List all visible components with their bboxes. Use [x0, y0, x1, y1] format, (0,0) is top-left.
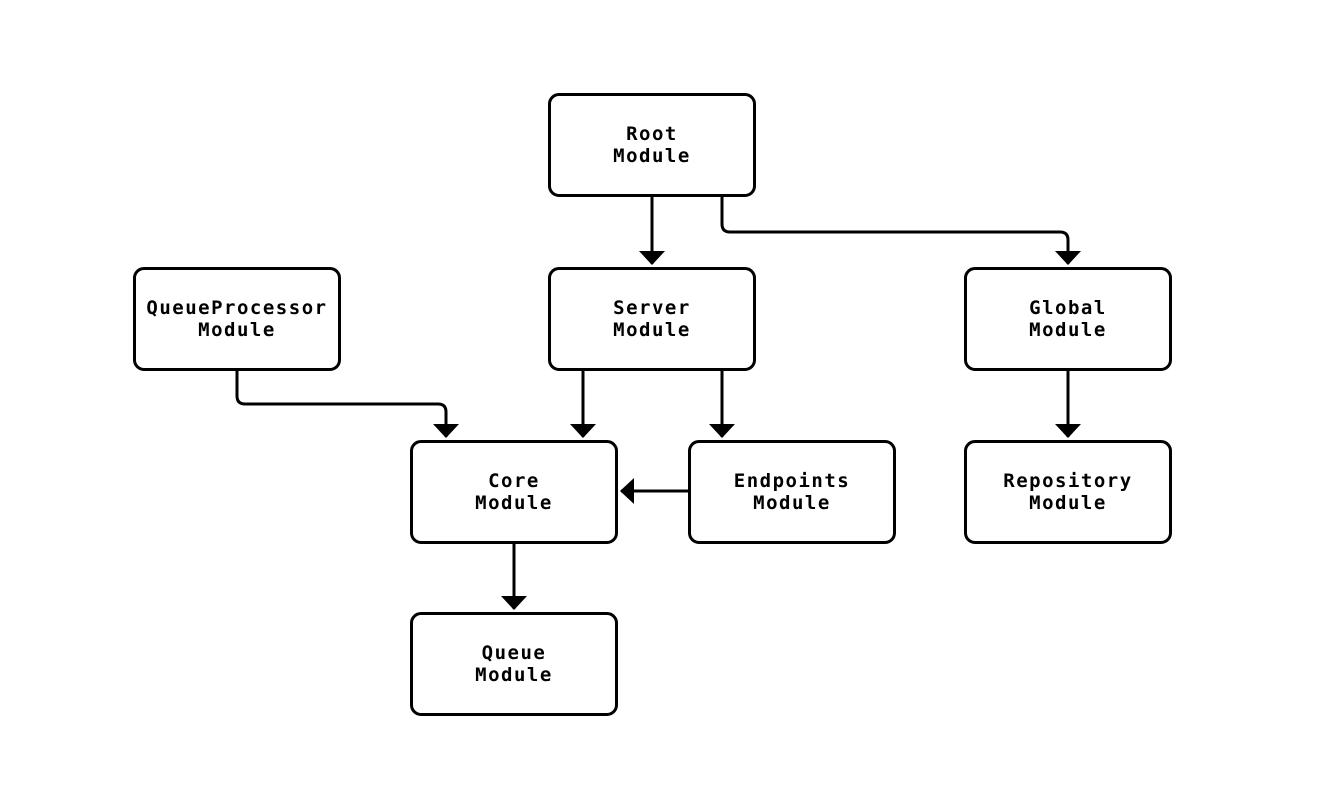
node-core-module-label: Core Module	[475, 470, 553, 514]
edge-root-to-global	[720, 197, 1081, 265]
node-queueprocessor-line2: Module	[198, 319, 276, 341]
node-endpoints-module: Endpoints Module	[688, 440, 896, 544]
node-endpoints-line2: Module	[753, 492, 831, 514]
node-repository-line2: Module	[1029, 492, 1107, 514]
node-server-line2: Module	[613, 319, 691, 341]
node-queue-line1: Queue	[481, 642, 547, 664]
edge-queueprocessor-to-core	[235, 370, 459, 438]
node-core-module: Core Module	[410, 440, 618, 544]
node-root-module-label: Root Module	[613, 123, 691, 167]
node-core-line2: Module	[475, 492, 553, 514]
node-root-module: Root Module	[548, 93, 756, 197]
node-global-module-label: Global Module	[1029, 297, 1107, 341]
node-repository-module: Repository Module	[964, 440, 1172, 544]
node-queueprocessor-line1: QueueProcessor	[146, 297, 328, 319]
node-global-module: Global Module	[964, 267, 1172, 371]
node-root-line2: Module	[613, 145, 691, 167]
node-queueprocessor-module: QueueProcessor Module	[133, 267, 341, 371]
node-root-line1: Root	[626, 123, 678, 145]
node-repository-line1: Repository	[1003, 470, 1133, 492]
node-global-line2: Module	[1029, 319, 1107, 341]
node-server-line1: Server	[613, 297, 691, 319]
node-endpoints-line1: Endpoints	[733, 470, 851, 492]
node-queueprocessor-module-label: QueueProcessor Module	[146, 297, 327, 341]
node-global-line1: Global	[1029, 297, 1107, 319]
node-queue-line2: Module	[475, 664, 553, 686]
node-endpoints-module-label: Endpoints Module	[734, 470, 850, 514]
node-repository-module-label: Repository Module	[1003, 470, 1132, 514]
node-server-module-label: Server Module	[613, 297, 691, 341]
node-core-line1: Core	[488, 470, 540, 492]
node-server-module: Server Module	[548, 267, 756, 371]
node-queue-module: Queue Module	[410, 612, 618, 716]
node-queue-module-label: Queue Module	[475, 642, 553, 686]
